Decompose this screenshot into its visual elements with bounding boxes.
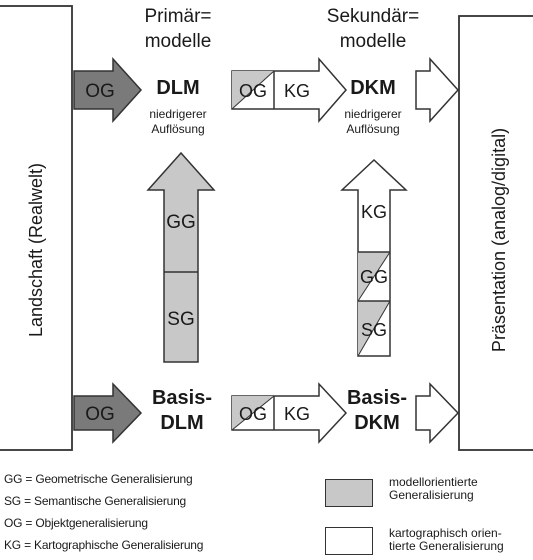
legend-sg: SG = Semantische Generalisierung <box>4 494 187 508</box>
presentation-label: Präsentation (analog/digital) <box>489 128 509 352</box>
basis-dlm-line1: Basis- <box>152 387 212 409</box>
legend-swatch-model <box>325 479 373 507</box>
basis-dkm-line2: DKM <box>354 412 400 434</box>
basis-dlm-line2: DLM <box>160 412 203 434</box>
gg-sg-vertical-arrow <box>146 151 216 363</box>
og-arrow-bottom-label: OG <box>85 404 115 425</box>
secondary-heading-line2: modelle <box>340 31 407 52</box>
landscape-box <box>0 5 73 451</box>
legend-swatch-cartographic <box>325 527 373 555</box>
gg-vertical-label-right: GG <box>360 267 388 287</box>
legend-gg: GG = Geometrische Generalisierung <box>4 472 193 486</box>
dkm-resolution-line1: niedrigerer <box>344 107 401 121</box>
dlm-label: DLM <box>156 77 199 99</box>
secondary-heading-line1: Sekundär= <box>327 6 419 27</box>
kg-top-label: KG <box>284 81 310 101</box>
legend-og: OG = Objektgeneralisierung <box>4 516 148 530</box>
sg-vertical-label-right: SG <box>361 320 387 340</box>
presentation-arrow-top <box>415 57 460 123</box>
kg-vertical-label: KG <box>361 202 387 222</box>
dkm-resolution-line2: Auflösung <box>346 122 399 136</box>
dkm-label: DKM <box>350 77 396 99</box>
basis-dkm-line1: Basis- <box>347 387 407 409</box>
landscape-label: Landschaft (Realwelt) <box>26 163 46 337</box>
primary-heading-line2: modelle <box>145 31 212 52</box>
og-bottom-label: OG <box>239 404 267 424</box>
og-arrow-top-label: OG <box>85 81 115 102</box>
primary-heading-line1: Primär= <box>144 6 211 27</box>
dlm-resolution-line1: niedrigerer <box>149 107 206 121</box>
sg-vertical-label: SG <box>167 309 194 330</box>
legend-swatch-model-label: modellorientierte Generalisierung <box>389 475 478 502</box>
legend-kg: KG = Kartographische Generalisierung <box>4 538 204 552</box>
dlm-resolution-line2: Auflösung <box>151 122 204 136</box>
presentation-box <box>458 15 533 451</box>
presentation-arrow-bottom <box>415 382 460 444</box>
og-top-label: OG <box>239 81 267 101</box>
legend-swatch-cartographic-label: kartographisch orien- tierte Generalisie… <box>389 526 504 553</box>
kg-bottom-label: KG <box>284 404 310 424</box>
diagram-canvas: Landschaft (Realwelt) Präsentation (anal… <box>0 5 533 451</box>
og-arrow-bottom <box>73 382 143 444</box>
og-arrow-top <box>73 57 143 123</box>
gg-vertical-label: GG <box>166 212 196 233</box>
